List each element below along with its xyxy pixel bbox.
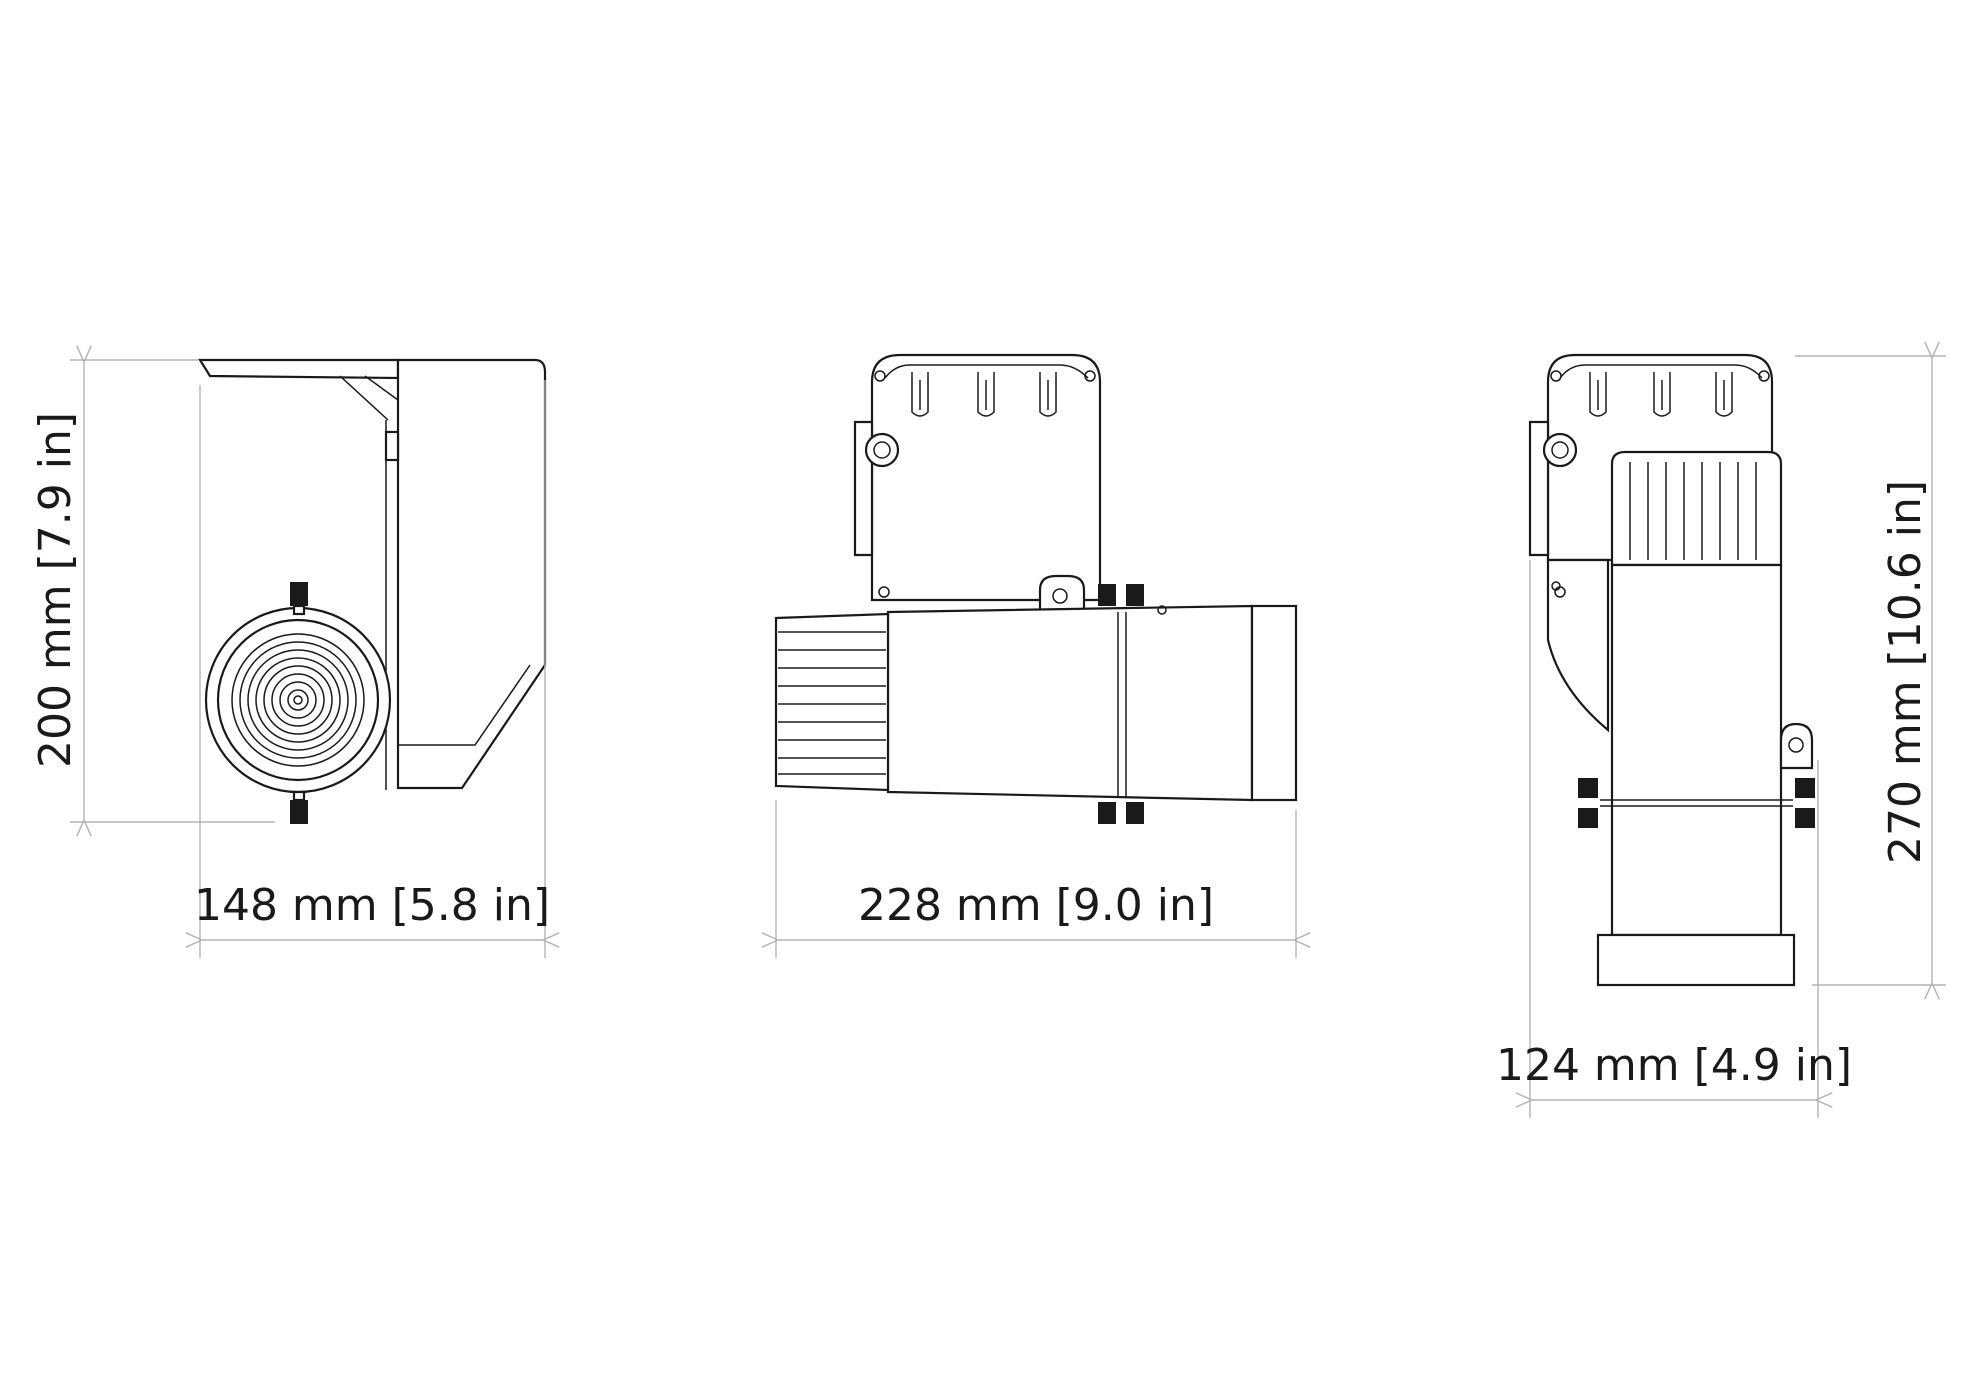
front-width-label: 148 mm [5.8 in] (194, 880, 550, 931)
rear-height-label: 270 mm [10.6 in] (1880, 480, 1931, 864)
front-lens-rings (231, 633, 365, 767)
front-knob-bottom (290, 790, 308, 824)
rear-heatsink-fins (1629, 462, 1757, 560)
rear-view (1528, 353, 1815, 987)
rear-dimensions (1530, 356, 1946, 1118)
side-dimensions (776, 800, 1296, 958)
rear-width-label: 124 mm [4.9 in] (1496, 1040, 1852, 1091)
side-view (774, 353, 1298, 824)
front-view (198, 358, 547, 824)
front-knob-top (290, 582, 308, 616)
side-heatsink-fins (778, 631, 886, 775)
front-height-label: 200 mm [7.9 in] (30, 412, 81, 768)
side-width-label: 228 mm [9.0 in] (858, 880, 1214, 931)
front-dimensions (70, 360, 545, 958)
